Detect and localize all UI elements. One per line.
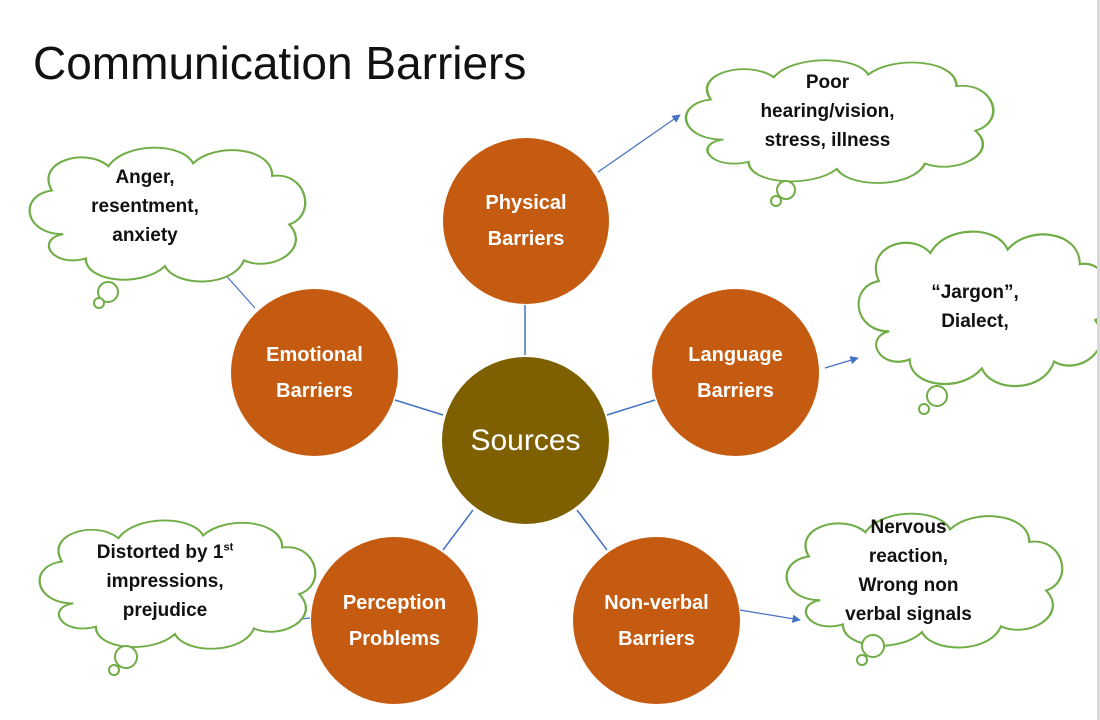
- cloud-emotional-text: Anger, resentment, anxiety: [50, 163, 240, 250]
- cloud-emotional: [28, 146, 307, 309]
- node-perception-line2: Problems: [348, 627, 441, 650]
- cloud-nonverbal-line4: verbal signals: [845, 604, 972, 625]
- node-emotional-line1: Emotional: [266, 343, 363, 366]
- node-language-line1: Language: [688, 343, 783, 366]
- cloud-language-line2: Dialect,: [941, 311, 1009, 332]
- cloud-nonverbal-line3: Wrong non: [858, 575, 959, 596]
- arrow-nonverbal: [739, 609, 801, 623]
- node-nonverbal-barriers: Non-verbal Barriers: [573, 537, 740, 704]
- node-emotional-line2: Barriers: [276, 379, 353, 402]
- cloud-language-line1: “Jargon”,: [931, 282, 1019, 303]
- cloud-perception-line2: impressions,: [106, 571, 224, 592]
- node-emotional-barriers: Emotional Barriers: [231, 289, 398, 456]
- cloud-language: [857, 230, 1100, 415]
- cloud-perception: [38, 519, 317, 676]
- cloud-emotional-line1: Anger,: [115, 167, 175, 188]
- cloud-perception-line1-sup: st: [223, 541, 234, 554]
- node-physical-line1: Physical: [485, 192, 567, 214]
- node-physical-line2: Barriers: [487, 228, 565, 250]
- cloud-perception-line3: prejudice: [122, 600, 208, 621]
- cloud-physical-line3: stress, illness: [764, 130, 891, 151]
- spoke-language: [606, 399, 656, 416]
- center-label: Sources: [470, 423, 581, 457]
- node-physical-barriers: Physical Barriers: [443, 138, 609, 304]
- node-perception-problems: Perception Problems: [311, 537, 478, 704]
- cloud-perception-text: Distorted by 1st impressions, prejudice: [60, 538, 270, 625]
- cloud-nonverbal-text: Nervous reaction, Wrong non verbal signa…: [806, 513, 1011, 629]
- cloud-physical-line1: Poor: [805, 72, 850, 93]
- cloud-nonverbal-line2: reaction,: [868, 546, 949, 567]
- node-sources-center: Sources: [442, 357, 609, 524]
- node-nonverbal-line1: Non-verbal: [604, 591, 709, 614]
- node-perception-line1: Perception: [342, 591, 447, 614]
- cloud-nonverbal-line1: Nervous: [870, 517, 947, 538]
- cloud-language-text: “Jargon”, Dialect,: [880, 278, 1070, 336]
- cloud-perception-line1: Distorted by 1st: [60, 538, 270, 567]
- node-nonverbal-line2: Barriers: [618, 627, 695, 650]
- cloud-physical-line2: hearing/vision,: [760, 101, 895, 122]
- slide-title: Communication Barriers: [33, 37, 527, 89]
- arrow-language: [824, 356, 859, 369]
- cloud-emotional-line2: resentment,: [91, 196, 199, 217]
- arrow-physical: [597, 114, 681, 173]
- cloud-physical: [684, 58, 995, 207]
- cloud-physical-text: Poor hearing/vision, stress, illness: [710, 68, 945, 155]
- cloud-nonverbal: [785, 512, 1064, 666]
- spoke-nonverbal: [576, 509, 608, 551]
- cloud-emotional-line3: anxiety: [112, 225, 178, 246]
- spoke-perception: [442, 509, 474, 551]
- spoke-emotional: [394, 399, 444, 416]
- cloud-perception-line1-text: Distorted by 1: [96, 542, 224, 563]
- node-language-line2: Barriers: [697, 379, 774, 402]
- node-language-barriers: Language Barriers: [652, 289, 819, 456]
- slide-edge: [1097, 0, 1100, 720]
